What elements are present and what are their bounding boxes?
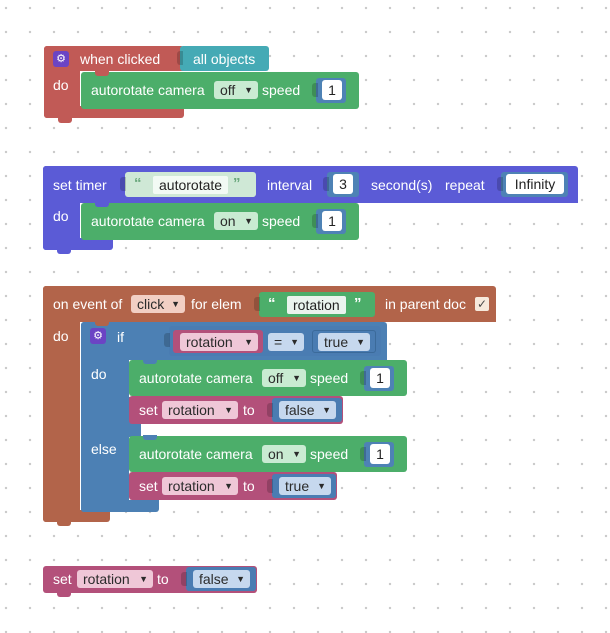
interval-input[interactable]: 3 xyxy=(323,172,359,197)
speed-input[interactable]: 1 xyxy=(312,209,346,234)
camera-state-dropdown[interactable]: on▼ xyxy=(262,445,306,463)
camera-state-dropdown[interactable]: off▼ xyxy=(262,369,306,387)
to-label: to xyxy=(243,478,255,494)
variable-dropdown[interactable]: rotation▼ xyxy=(162,477,238,495)
dropdown-arrow-icon: ▼ xyxy=(290,337,299,347)
dropdown-arrow-icon: ▼ xyxy=(292,373,301,383)
variable-dropdown[interactable]: rotation▼ xyxy=(180,333,258,351)
all-objects-label: all objects xyxy=(193,51,256,67)
boolean-dropdown[interactable]: true▼ xyxy=(318,333,370,351)
do-label: do xyxy=(53,328,69,344)
dropdown-arrow-icon: ▼ xyxy=(236,574,245,584)
for-elem-label: for elem xyxy=(191,296,242,312)
open-quote-icon: “ xyxy=(134,175,142,192)
set-timer-label: set timer xyxy=(53,177,107,193)
dropdown-arrow-icon: ▼ xyxy=(171,299,180,309)
dropdown-arrow-icon: ▼ xyxy=(244,337,253,347)
open-quote-icon: “ xyxy=(268,295,276,312)
autorotate-camera-label: autorotate camera xyxy=(139,370,253,386)
repeat-label: repeat xyxy=(445,177,485,193)
dropdown-arrow-icon: ▼ xyxy=(224,481,233,491)
camera-state-dropdown[interactable]: on▼ xyxy=(214,212,258,230)
boolean-dropdown[interactable]: false▼ xyxy=(193,570,250,588)
dropdown-arrow-icon: ▼ xyxy=(356,337,365,347)
set-label: set xyxy=(139,402,158,418)
speed-input[interactable]: 1 xyxy=(360,366,394,391)
timer-name-text[interactable]: autorotate xyxy=(153,176,229,194)
if-do-label: do xyxy=(91,366,107,382)
dropdown-arrow-icon: ▼ xyxy=(139,574,148,584)
element-name-text[interactable]: rotation xyxy=(287,296,346,314)
boolean-dropdown[interactable]: false▼ xyxy=(279,401,336,419)
on-event-of-label: on event of xyxy=(53,296,123,312)
gear-icon[interactable]: ⚙ xyxy=(90,328,106,344)
close-quote-icon: ” xyxy=(354,295,362,312)
variable-dropdown[interactable]: rotation▼ xyxy=(162,401,238,419)
speed-label: speed xyxy=(310,370,349,386)
set-label: set xyxy=(53,571,72,587)
camera-state-dropdown[interactable]: off▼ xyxy=(214,81,258,99)
interval-label: interval xyxy=(267,177,313,193)
event-type-dropdown[interactable]: click▼ xyxy=(131,295,185,313)
in-parent-doc-label: in parent doc xyxy=(385,296,466,312)
when-clicked-label: when clicked xyxy=(80,51,161,67)
do-label: do xyxy=(53,208,69,224)
boolean-dropdown[interactable]: true▼ xyxy=(279,477,331,495)
if-label: if xyxy=(117,329,124,345)
dropdown-arrow-icon: ▼ xyxy=(224,405,233,415)
variable-dropdown[interactable]: rotation▼ xyxy=(77,570,153,588)
do-label: do xyxy=(53,77,69,93)
dropdown-arrow-icon: ▼ xyxy=(322,405,331,415)
element-string[interactable]: “ rotation ” xyxy=(254,292,375,317)
else-label: else xyxy=(91,441,117,457)
speed-input[interactable]: 1 xyxy=(312,78,346,103)
dropdown-arrow-icon: ▼ xyxy=(317,481,326,491)
seconds-label: second(s) xyxy=(371,177,433,193)
speed-label: speed xyxy=(310,446,349,462)
when-clicked-block[interactable] xyxy=(44,46,184,123)
dropdown-arrow-icon: ▼ xyxy=(292,449,301,459)
to-label: to xyxy=(243,402,255,418)
operator-dropdown[interactable]: =▼ xyxy=(268,333,304,351)
autorotate-camera-label: autorotate camera xyxy=(91,82,205,98)
close-quote-icon: ” xyxy=(233,175,241,192)
checkbox-icon[interactable]: ✓ xyxy=(475,297,489,311)
speed-input[interactable]: 1 xyxy=(360,442,394,467)
to-label: to xyxy=(157,571,169,587)
all-objects-selector[interactable]: all objects xyxy=(177,46,269,71)
set-label: set xyxy=(139,478,158,494)
dropdown-arrow-icon: ▼ xyxy=(244,216,253,226)
dropdown-arrow-icon: ▼ xyxy=(244,85,253,95)
speed-label: speed xyxy=(262,82,301,98)
repeat-input[interactable]: Infinity xyxy=(497,172,568,197)
timer-name-string[interactable]: “ autorotate ” xyxy=(120,172,256,197)
speed-label: speed xyxy=(262,213,301,229)
gear-icon[interactable]: ⚙ xyxy=(53,51,69,67)
autorotate-camera-label: autorotate camera xyxy=(91,213,205,229)
autorotate-camera-label: autorotate camera xyxy=(139,446,253,462)
